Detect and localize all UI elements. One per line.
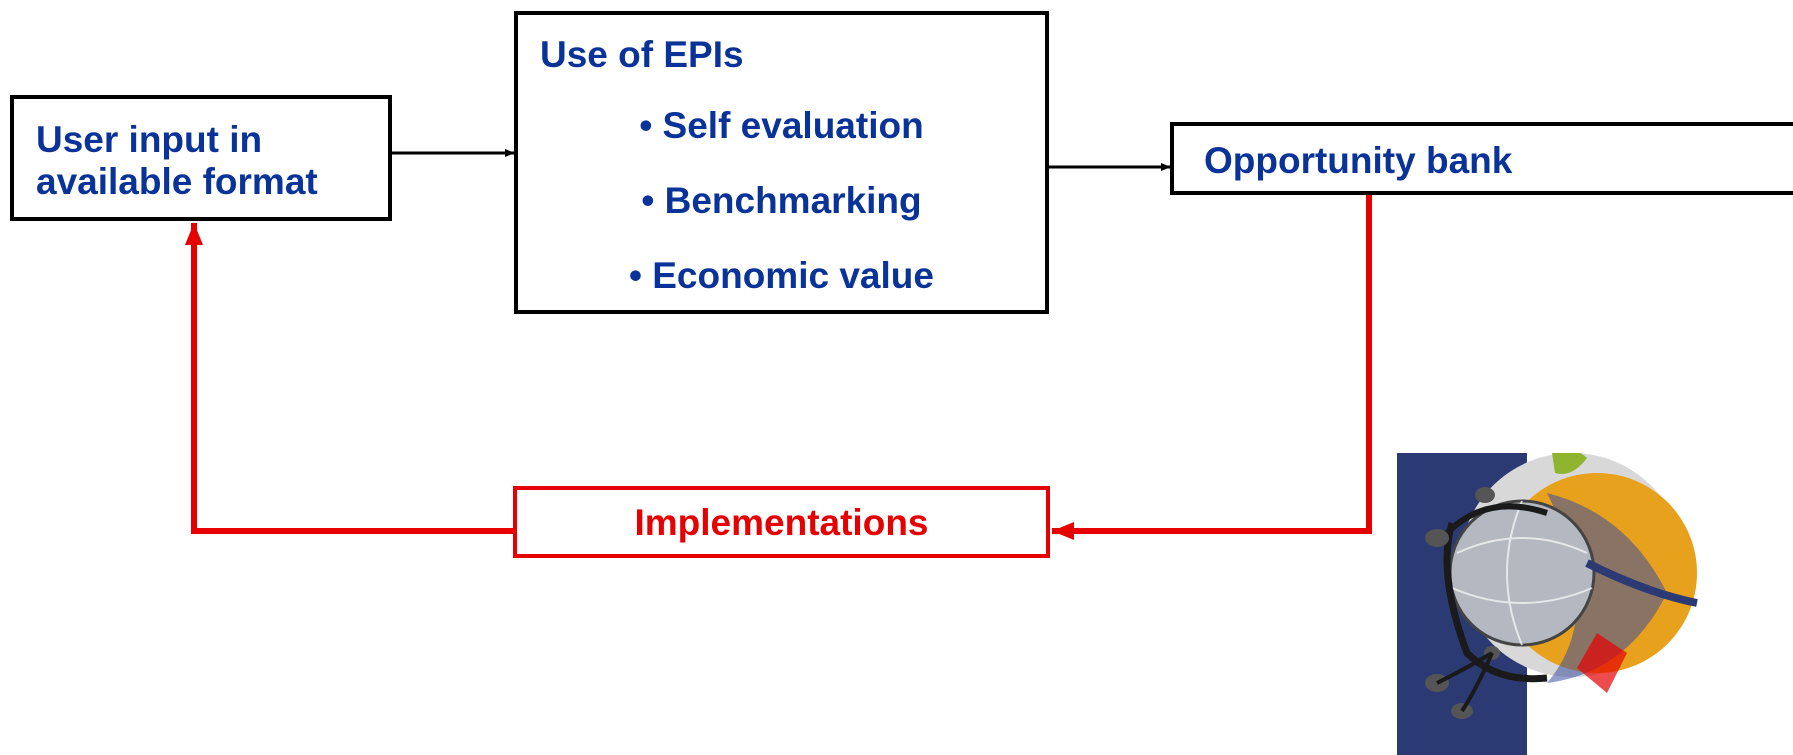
opportunity-bank-label: Opportunity bank <box>1204 140 1513 181</box>
implementations-box: Implementations <box>513 486 1050 558</box>
epis-list: Self evaluation Benchmarking Economic va… <box>518 105 1045 330</box>
epis-item-economic-value: Economic value <box>518 255 1045 330</box>
user-input-line2: available format <box>36 161 318 202</box>
implementations-label: Implementations <box>634 502 929 543</box>
arrow-opportunity-to-implementations <box>1052 195 1372 540</box>
epis-box: Use of EPIs Self evaluation Benchmarking… <box>514 11 1049 314</box>
user-input-box: User input in available format <box>10 95 392 221</box>
epis-title: Use of EPIs <box>540 34 744 75</box>
epis-item-benchmarking: Benchmarking <box>518 180 1045 255</box>
user-input-line1: User input in <box>36 119 263 160</box>
globe-network-logo <box>1397 453 1793 755</box>
opportunity-bank-box: Opportunity bank <box>1170 122 1793 195</box>
epis-item-self-evaluation: Self evaluation <box>518 105 1045 180</box>
arrow-implementations-to-user <box>185 223 513 534</box>
